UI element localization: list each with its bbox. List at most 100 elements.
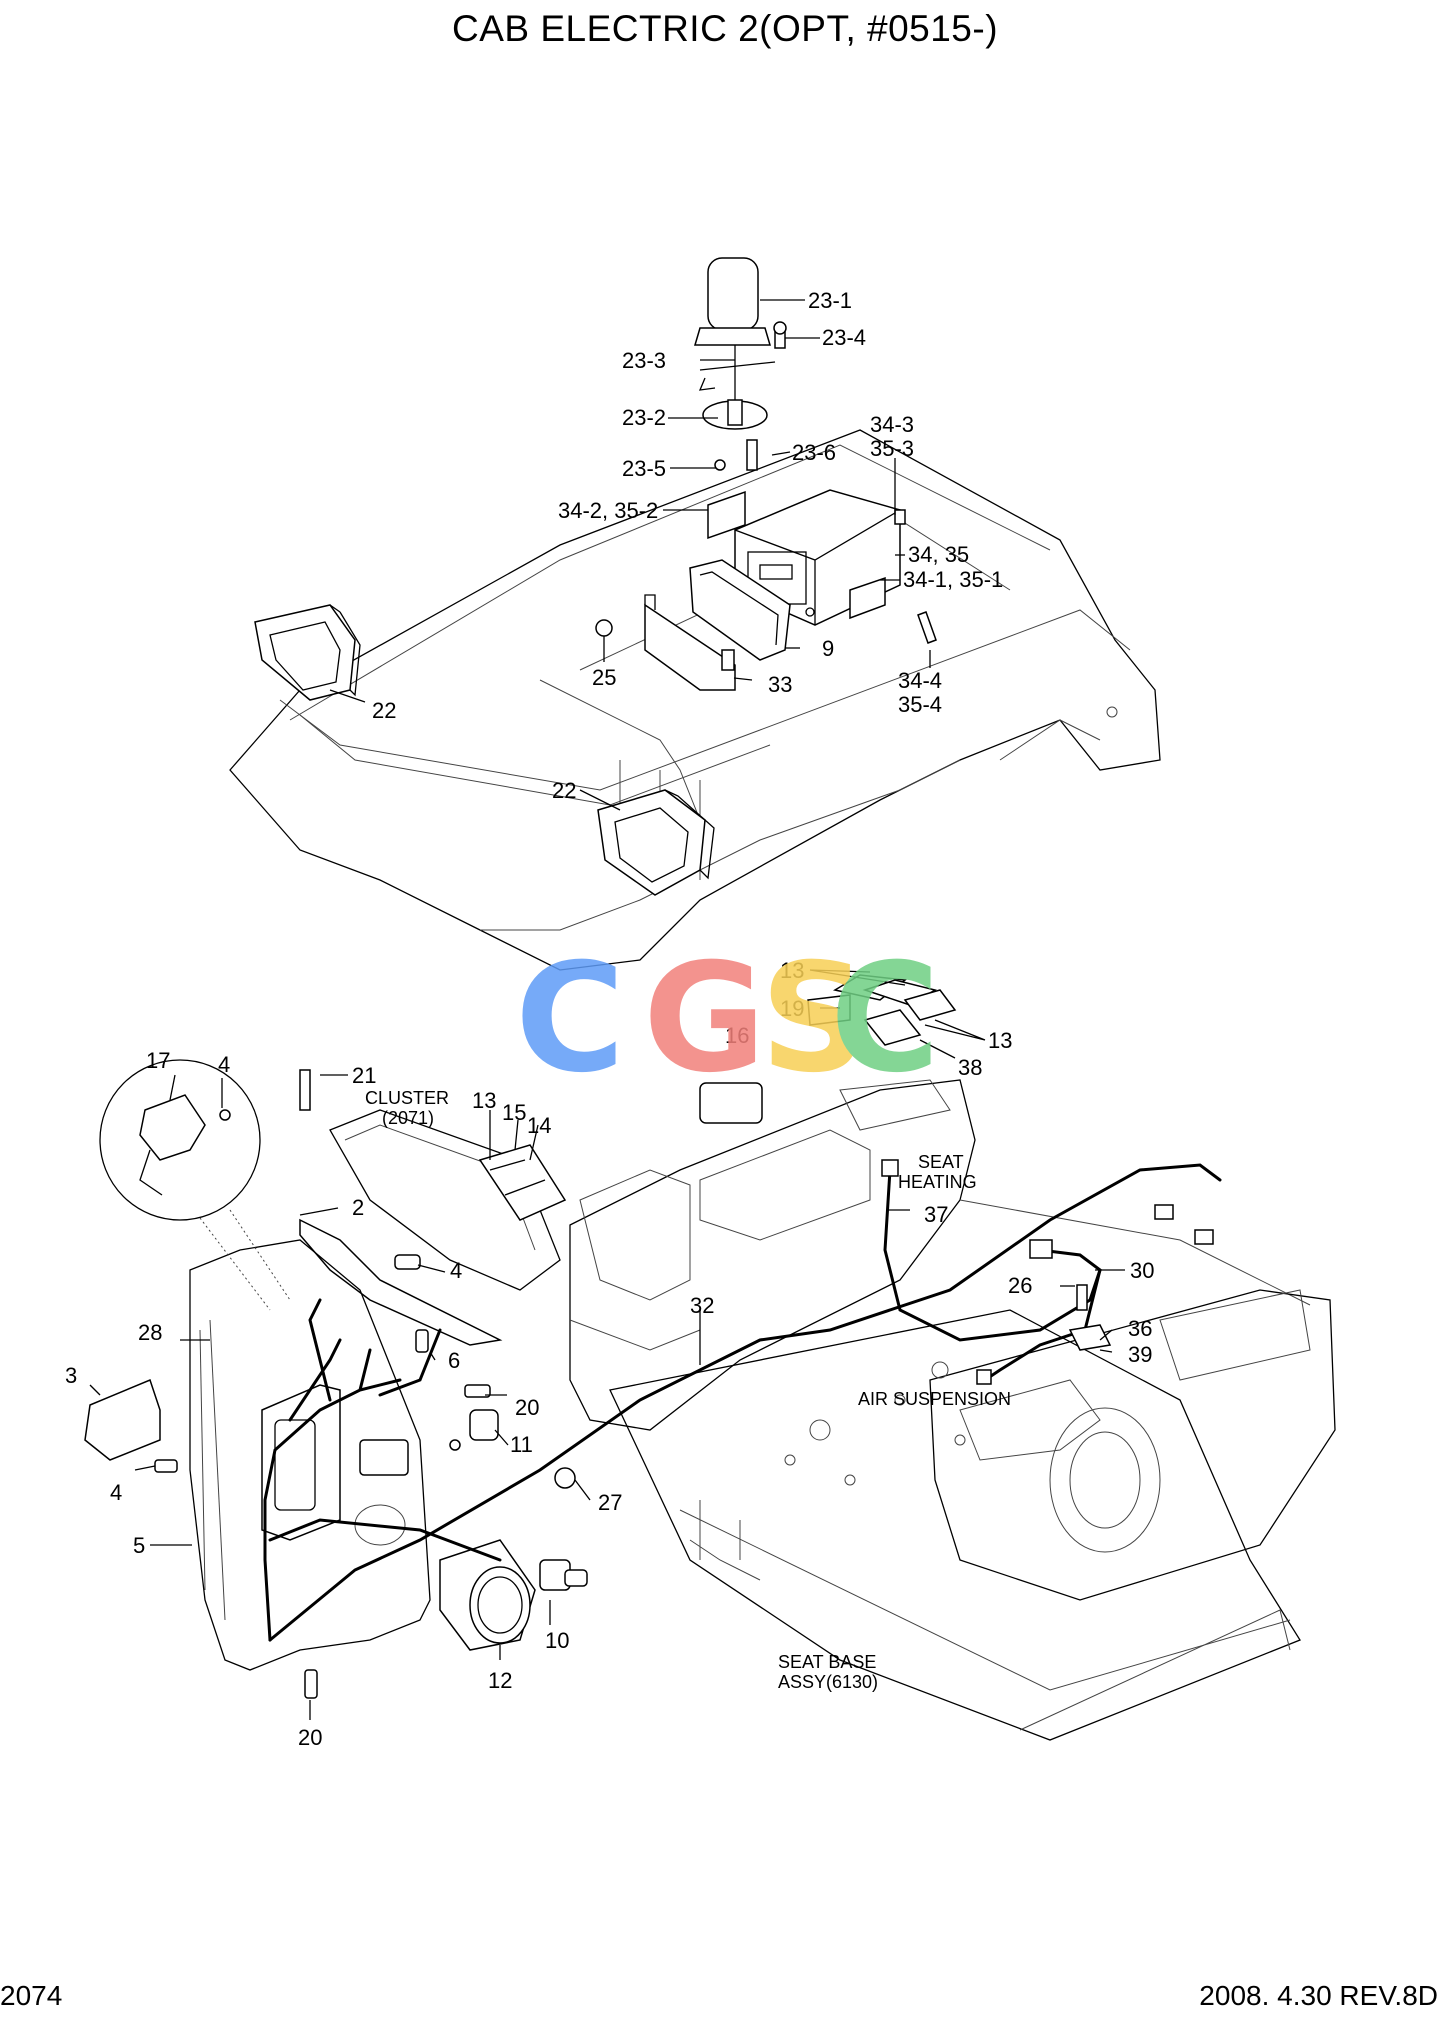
bolt-26 [1076,1284,1088,1311]
notes: CLUSTER (2071) SEAT HEATING AIR SUSPENSI… [365,1088,1011,1692]
harness-sensor [268,1518,502,1562]
speaker-9 [689,559,791,661]
watermark-letter-3: S [760,932,868,1106]
callout-23-2: 23-2 [622,405,666,430]
callout-13c: 13 [472,1088,496,1113]
note-cluster-ref: (2071) [382,1108,434,1128]
callout-30: 30 [1130,1258,1154,1283]
bracket-36 [1068,1324,1112,1351]
callout-20a: 20 [515,1395,539,1420]
bracket-2 [299,1218,503,1346]
connector-seat-a [1154,1204,1174,1220]
callout-23-3: 23-3 [622,348,666,373]
beacon-light [693,257,787,471]
callout-14: 14 [527,1113,551,1138]
harness-32 [268,1163,1222,1642]
bolt-34-4 [917,611,937,644]
nut-4b [394,1254,421,1270]
callout-25: 25 [592,665,616,690]
work-lamp-22b [597,789,715,896]
callout-38: 38 [958,1055,982,1080]
callout-4b: 4 [450,1258,462,1283]
work-lamp-22a [254,604,361,701]
seat-base [609,1309,1301,1741]
center-console [569,1079,1336,1601]
callout-11: 11 [510,1432,533,1457]
watermark-letter-2: G [643,932,766,1106]
callout-22a: 22 [372,698,396,723]
callout-39: 39 [1128,1342,1152,1367]
cab-roof [229,429,1161,971]
note-seat-base: SEAT BASE [778,1652,876,1672]
callout-23-4: 23-4 [822,325,866,350]
leader-lines [89,299,1125,1720]
callout-15: 15 [502,1100,526,1125]
side-panel-5 [189,1239,431,1671]
note-seat-base-ref: ASSY(6130) [778,1672,878,1692]
callout-36: 36 [1128,1316,1152,1341]
callout-27: 27 [598,1490,622,1515]
footer-page-number: 2074 [0,1980,63,2011]
connector-10 [539,1559,588,1591]
callout-21: 21 [352,1063,376,1088]
note-heating: HEATING [898,1172,977,1192]
callout-23-6: 23-6 [792,440,836,465]
callout-23-5: 23-5 [622,456,666,481]
callout-33: 33 [768,672,792,697]
callout-20b: 20 [298,1725,322,1750]
connector-seat-b [1194,1229,1214,1245]
watermark-letter-4: C [830,932,940,1106]
note-air-suspension: AIR SUSPENSION [858,1389,1011,1409]
note-seat: SEAT [918,1152,964,1172]
connector-30 [1029,1239,1053,1259]
harness-cluster [263,1298,442,1642]
callout-34-35: 34, 35 [908,542,969,567]
callout-35-3: 35-3 [870,436,914,461]
callout-labels: 23-1 23-4 23-3 23-2 23-5 23-6 34-3 35-3 … [65,288,1154,1750]
hour-meter-12 [439,1539,536,1651]
callout-37: 37 [924,1202,948,1227]
bracket-3 [84,1378,161,1461]
callout-4a: 4 [218,1052,230,1077]
callout-23-1: 23-1 [808,288,852,313]
page-title: CAB ELECTRIC 2(OPT, #0515-) [451,8,999,49]
detail-circle [99,1059,291,1311]
callout-12: 12 [488,1668,512,1693]
callout-22b: 22 [552,778,576,803]
bolt-21 [299,1069,311,1111]
callout-26: 26 [1008,1273,1032,1298]
note-cluster: CLUSTER [365,1088,449,1108]
footer-revision: 2008. 4.30 REV.8D [1199,1980,1438,2011]
watermark: C G S C [515,932,940,1106]
callout-13b: 13 [988,1028,1012,1053]
callout-5: 5 [133,1533,145,1558]
callout-28: 28 [138,1320,162,1345]
switch-block-13-15-14 [478,1144,567,1221]
callout-32: 32 [690,1293,714,1318]
bolt-20a [464,1384,491,1398]
switch-panel-13-19 [807,974,957,1046]
callout-4c: 4 [110,1480,122,1505]
connector-air [976,1369,992,1385]
bolt-25 [595,619,613,637]
callout-10: 10 [545,1628,569,1653]
watermark-letter-1: C [515,932,625,1106]
callout-13a: 13 [780,958,804,983]
callout-19: 19 [780,996,804,1021]
callout-35-4: 35-4 [898,692,942,717]
switch-16 [699,1082,763,1124]
callout-3: 3 [65,1363,77,1388]
callout-6: 6 [448,1348,460,1373]
callout-34-4: 34-4 [898,668,942,693]
nut-4c [154,1459,178,1473]
harness-37 [883,1168,1102,1342]
switch-11 [449,1409,499,1451]
grommet-27 [554,1467,576,1489]
callout-2: 2 [352,1195,364,1220]
callout-16: 16 [725,1023,749,1048]
callout-34-3: 34-3 [870,412,914,437]
callout-34-2: 34-2, 35-2 [558,498,658,523]
callout-17: 17 [146,1048,170,1073]
bolt-6 [415,1329,429,1353]
